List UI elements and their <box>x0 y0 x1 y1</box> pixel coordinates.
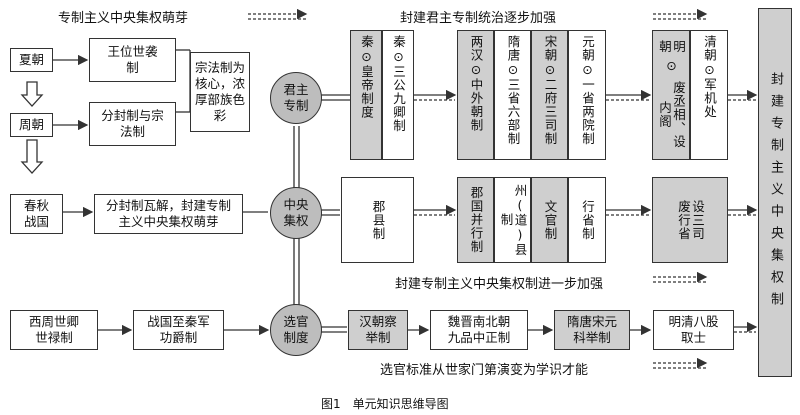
mid-ming-fei: 废行省 <box>676 199 691 241</box>
circle-zhongyang: 中央集权 <box>270 187 322 239</box>
mid-ming: 废行省 设三司 <box>652 177 728 263</box>
box-chunqiu: 春秋战国 <box>10 194 63 234</box>
box-zhou: 周朝 <box>10 113 53 137</box>
mid-wenguan: 文官制 <box>531 177 568 263</box>
bottom-ming: 明清八股取士 <box>653 310 734 350</box>
header-mid: 封建专制主义中央集权制进一步加强 <box>395 277 604 292</box>
box-xizhou: 西周世卿世禄制 <box>10 310 98 350</box>
top-qin-1: 秦⊙皇帝制度 <box>350 30 382 160</box>
right-box: 封建专制主义中央集权制 <box>758 8 792 377</box>
mid-junxian: 郡县制 <box>341 177 414 263</box>
bottom-han: 汉朝察举制 <box>348 310 408 350</box>
bottom-sui: 隋唐宋元科举制 <box>554 310 630 350</box>
top-ming: 明朝⊙废丞相、设内阁 <box>652 30 690 160</box>
mid-zhou: 州(道)县制 <box>494 177 531 263</box>
mid-xingsheng: 行省制 <box>568 177 606 263</box>
top-song: 宋朝⊙二府三司制 <box>531 30 568 160</box>
circle-junzhu: 君主专制 <box>270 72 322 124</box>
caption: 图1 单元知识思维导图 <box>321 397 449 411</box>
top-yuan: 元朝⊙一省两院制 <box>568 30 606 160</box>
top-han: 两汉⊙中外朝制 <box>457 30 494 160</box>
box-wajie: 分封制瓦解，封建专制主义中央集权萌芽 <box>94 194 243 234</box>
mid-ming-she: 设三司 <box>690 199 705 241</box>
header-top-left: 专制主义中央集权萌芽 <box>58 11 189 26</box>
header-bottom: 选官标准从世家门第演变为学识才能 <box>380 363 589 378</box>
header-top-mid: 封建君主专制统治逐步加强 <box>400 11 557 26</box>
top-qin-2: 秦⊙三公九卿制 <box>382 30 414 160</box>
box-fenfeng: 分封制与宗法制 <box>89 102 176 146</box>
box-wangwei: 王位世袭制 <box>89 38 176 82</box>
top-qing: 清朝⊙军机处 <box>690 30 728 160</box>
box-xia: 夏朝 <box>10 48 53 72</box>
box-zongfa: 宗法制为核心，浓厚部族色彩 <box>190 52 250 132</box>
box-zhanguo: 战国至秦军功爵制 <box>133 310 224 350</box>
mid-junguo: 郡国并行制 <box>457 177 494 263</box>
bottom-wei: 魏晋南北朝九品中正制 <box>430 310 528 350</box>
circle-xuanguan: 选官制度 <box>270 304 322 356</box>
top-sui: 隋唐⊙三省六部制 <box>494 30 531 160</box>
